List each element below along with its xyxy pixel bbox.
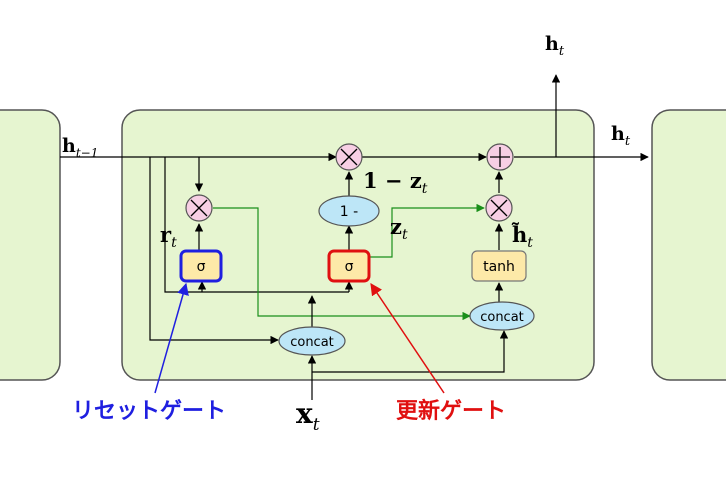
concat-right-label: concat xyxy=(480,310,524,325)
next-cell xyxy=(651,109,726,381)
reset-gate-pointer xyxy=(154,282,189,394)
tanh-label: tanh xyxy=(483,259,515,275)
x-label: xt xyxy=(296,397,320,435)
one-minus-z-label: 1 − zt xyxy=(363,168,428,197)
h-out-right-label: ht xyxy=(611,123,631,149)
concat-left-label: concat xyxy=(290,335,334,350)
r-label: rt xyxy=(160,222,177,251)
concat-right-node xyxy=(469,301,535,331)
z-label: zt xyxy=(390,214,408,243)
h-tilde-label: h̃t xyxy=(512,222,534,251)
sigma-update-label: σ xyxy=(345,259,354,275)
update-gate-pointer xyxy=(370,283,445,394)
sigma-reset-box xyxy=(179,249,223,283)
update-gate-caption: 更新ゲート xyxy=(396,398,506,424)
one-minus-label: 1 - xyxy=(340,204,358,220)
sigma-update-box xyxy=(327,249,371,283)
prev-cell xyxy=(0,109,61,381)
concat-left-node xyxy=(278,326,346,356)
h-out-top-label: ht xyxy=(545,33,565,59)
multiply-update-node xyxy=(485,194,513,222)
add-node xyxy=(486,143,514,171)
tanh-box xyxy=(471,250,527,282)
multiply-reset-node xyxy=(185,194,213,222)
h-prev-label: ht−1 xyxy=(62,135,98,160)
sigma-reset-label: σ xyxy=(197,259,206,275)
multiply-top-node xyxy=(335,143,363,171)
one-minus-node xyxy=(318,195,380,227)
reset-gate-caption: リセットゲート xyxy=(72,399,226,424)
